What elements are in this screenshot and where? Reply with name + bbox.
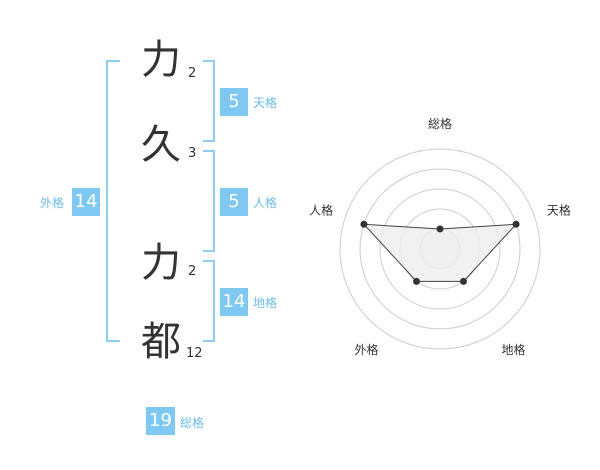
- radar-axis-label-1: 総格: [428, 116, 452, 131]
- name-char-1: 力: [141, 37, 181, 83]
- gaikaku-label: 外格: [40, 196, 65, 210]
- chikaku-bracket: [203, 260, 215, 342]
- jinkaku-value-badge: 5: [220, 188, 248, 216]
- stroke-count-4: 12: [186, 346, 203, 361]
- radar-point-2: [512, 220, 520, 228]
- chikaku-label: 地格: [253, 296, 278, 310]
- radar-point-4: [412, 277, 420, 285]
- radar-point-5: [360, 220, 368, 228]
- gaikaku-bracket: [106, 60, 120, 342]
- radar-axis-label-2: 天格: [547, 202, 571, 217]
- tenkaku-label: 天格: [253, 96, 278, 110]
- radar-axis-label-4: 外格: [355, 342, 379, 357]
- radar-ring: [379, 188, 501, 310]
- name-char-4: 都: [141, 319, 181, 365]
- radar-ring: [339, 148, 541, 350]
- name-char-3: 力: [141, 240, 181, 286]
- gaikaku-value-badge: 14: [72, 188, 100, 216]
- radar-point-3: [460, 277, 468, 285]
- name-char-2: 久: [141, 122, 181, 168]
- chikaku-value-badge: 14: [220, 288, 248, 316]
- soukaku-value-badge: 19: [146, 407, 175, 435]
- stroke-count-2: 3: [188, 146, 197, 161]
- tenkaku-value-badge: 5: [220, 88, 248, 116]
- stroke-count-3: 2: [188, 264, 197, 279]
- radar-point-1: [436, 225, 444, 233]
- tenkaku-bracket: [203, 60, 215, 142]
- radar-axis-label-5: 人格: [309, 202, 333, 217]
- stroke-count-1: 2: [188, 66, 197, 81]
- radar-ring: [359, 168, 521, 330]
- soukaku-label: 総格: [180, 416, 205, 430]
- jinkaku-bracket: [203, 150, 215, 252]
- jinkaku-label: 人格: [253, 196, 278, 210]
- radar-polygon: [362, 223, 518, 282]
- radar-axis-label-3: 地格: [501, 342, 525, 357]
